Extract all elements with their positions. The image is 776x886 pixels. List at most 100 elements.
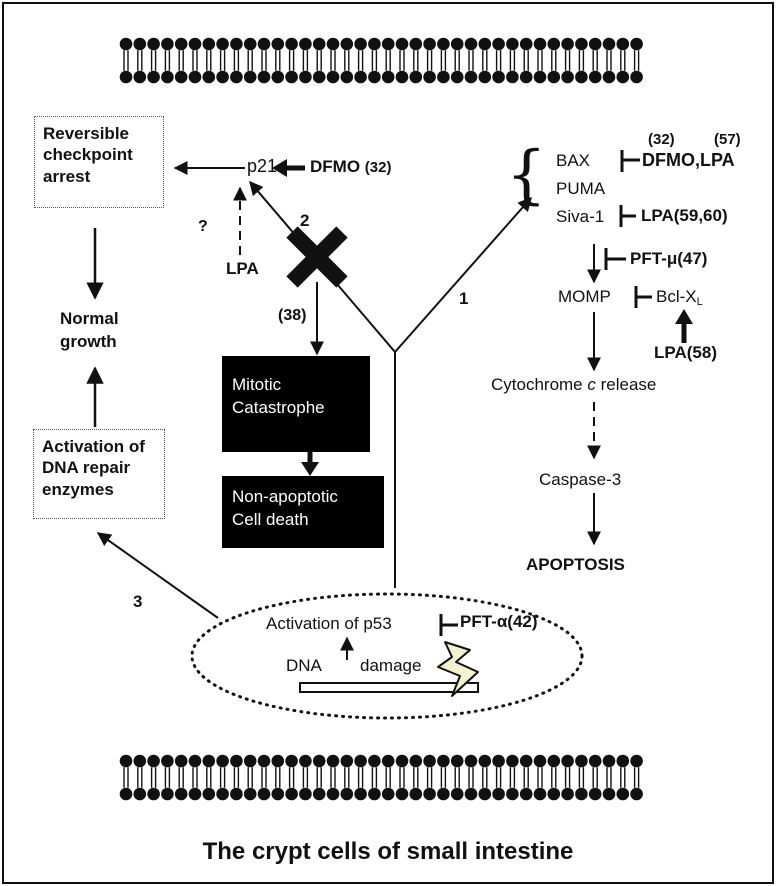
arrow-path1-to-bax [394,196,532,353]
lipid-head [188,70,202,84]
lipid-head [575,70,588,84]
checkpoint-arrest-box: Reversible checkpoint arrest [34,116,164,208]
lpa-siva-label: LPA(59,60) [641,206,728,226]
lipid-head [174,70,188,84]
dfmo-ref: (32) [364,159,392,176]
lipid-tail [578,767,585,788]
lipid-head [230,37,243,51]
lipid-head [395,754,409,768]
lipid-head [147,70,160,84]
lipid-head [506,70,519,84]
lipid-head [519,754,533,768]
bcl-sub: L [696,296,703,308]
lipid-tail [399,50,405,71]
lipid-head [326,787,340,801]
lipid-tail [164,767,171,788]
lipid-head [575,37,588,51]
lipid-head [381,70,395,84]
lipid-head [188,37,202,51]
lipid-tail [578,50,585,71]
dfmo-text: DFMO [310,157,361,176]
pft-alpha-label: PFT-α(42) [460,612,538,632]
lipid-head [243,787,257,801]
lipid-head [588,787,602,801]
lipid-tail [275,50,281,71]
lipid-head [409,787,423,801]
lipid-head [492,70,505,84]
lipid-tail [592,50,598,71]
checkpoint-line-1: Reversible [43,124,129,143]
lipid-tail [426,767,433,788]
lipid-tail [261,50,267,71]
lipid-tail [551,50,557,71]
mitotic-catastrophe-box: Mitotic Catastrophe [222,356,370,452]
dna-repair-box: Activation of DNA repair enzymes [33,429,165,519]
lipid-tail [468,767,474,788]
lipid-head [437,787,450,801]
lipid-tail [164,50,171,71]
lipid-head [299,754,312,768]
lipid-tail [426,50,433,71]
lipid-tail [344,767,350,788]
lipid-head [147,787,160,801]
lipid-head [602,787,616,801]
lipid-head [188,754,202,768]
lipid-head [312,37,326,51]
lipid-tail [330,50,336,71]
lipid-head [450,70,464,84]
lipid-head [133,70,147,84]
lipid-head [326,70,340,84]
siva-label: Siva-1 [556,207,605,226]
lipid-tail [385,50,391,71]
lipid-head [174,754,188,768]
lipid-head [409,37,423,51]
lipid-head [561,754,574,768]
lipid-tail [509,50,516,71]
lipid-tail [219,767,226,788]
lipid-head [616,787,630,801]
question-mark: ? [198,218,208,235]
lipid-tail [537,50,543,71]
lipid-head [492,754,505,768]
lipid-head [437,37,450,51]
lipid-head [354,787,367,801]
lipid-tail [247,50,253,71]
lipid-head [409,754,423,768]
lipid-head [312,754,326,768]
arrow-lpa58-head [675,309,693,324]
lipid-head [506,37,519,51]
lipid-head [616,37,630,51]
lipid-head [202,70,216,84]
lipid-tail [468,50,474,71]
lipid-tail [233,50,240,71]
lpa-left-label: LPA [226,259,259,278]
damage-label: damage [360,656,422,675]
ref-38-label: (38) [278,307,307,324]
lipid-head [381,787,395,801]
dfmo-lpa-label: DFMO,LPA [642,150,735,170]
lipid-head [395,37,409,51]
lipid-head [464,70,478,84]
pft-mu-label: PFT-μ(47) [630,249,707,269]
cytochrome-label: Cytochrome c release [491,375,656,395]
lipid-tail [537,767,543,788]
lipid-tail [123,767,129,788]
lipid-head [216,37,229,51]
lipid-head [326,37,340,51]
lipid-tail [371,767,378,788]
lipid-tail [454,767,460,788]
lipid-head [381,37,395,51]
lipid-head [464,787,478,801]
dfmo-label: DFMO (32) [310,157,392,177]
lipid-tail [137,50,143,71]
lipid-head [285,787,298,801]
lipid-head [547,754,561,768]
dna-repair-line-3: enzymes [42,479,114,499]
lipid-tail [316,50,322,71]
lipid-head [478,37,492,51]
lipid-tail [288,767,295,788]
lipid-head [437,70,450,84]
lipid-tail [206,50,212,71]
nonapoptotic-line-2: Cell death [232,509,309,529]
